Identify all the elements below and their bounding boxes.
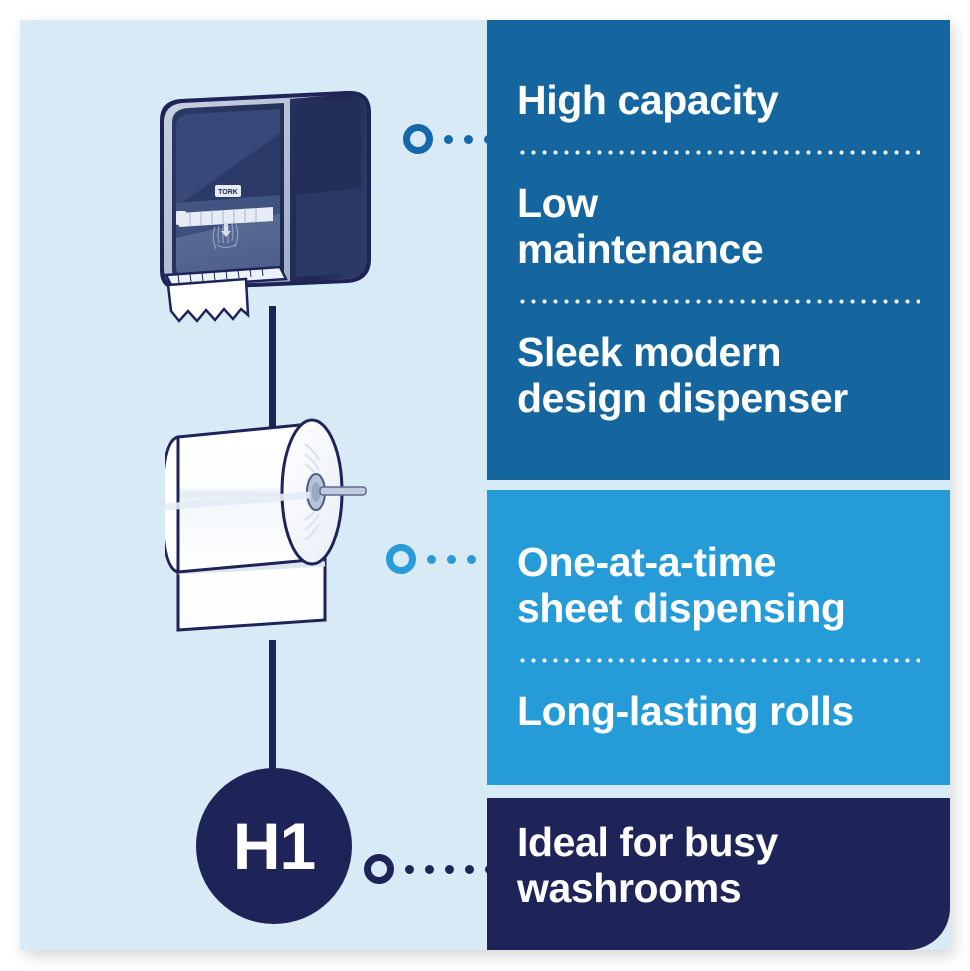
feature-separator [517, 298, 920, 304]
connector-dot [425, 864, 434, 874]
feature-separator [517, 657, 920, 663]
paper-roll-illustration [165, 418, 367, 632]
tork-logo-text: TORK [218, 189, 238, 196]
feature-high-capacity: High capacity [517, 77, 779, 124]
hanging-towel-sheet [166, 277, 250, 323]
tork-logo-badge [215, 185, 241, 197]
connector-ring-icon [386, 544, 416, 574]
infographic-card: TORK [20, 20, 950, 950]
panel-dispensing: One-at-a-time sheet dispensing Long-last… [487, 490, 950, 785]
connector-dot [445, 864, 454, 874]
feature-separator [517, 150, 920, 156]
connector-dot [467, 554, 476, 564]
dispenser-illustration: TORK [160, 90, 371, 323]
connector-dot [465, 864, 474, 874]
connector-dot [447, 554, 456, 564]
panel-busy-washrooms: Ideal for busy washrooms [487, 798, 950, 950]
feature-low-maintenance: Low maintenance [517, 180, 764, 273]
connector-ring-icon [403, 124, 433, 154]
connector-ring-icon [364, 854, 394, 884]
feature-sleek-modern: Sleek modern design dispenser [517, 328, 848, 421]
panel-high-capacity: High capacity Low maintenance Sleek mode… [487, 20, 950, 480]
feature-ideal-busy: Ideal for busy washrooms [517, 819, 778, 911]
roll-body-seam [165, 491, 311, 511]
system-badge-h1: H1 [196, 768, 352, 924]
connector-dot [464, 134, 473, 144]
roll-spindle [319, 486, 367, 496]
feature-one-at-a-time: One-at-a-time sheet dispensing [517, 539, 846, 632]
feature-long-lasting: Long-lasting rolls [517, 687, 854, 734]
feature-panel-group: High capacity Low maintenance Sleek mode… [487, 20, 950, 950]
connector-dot [444, 134, 453, 144]
connector-dot [427, 554, 436, 564]
connector-stem-lower [269, 640, 276, 785]
dispenser-glass-reflection [176, 109, 280, 207]
dispenser-lip-teeth [177, 267, 264, 284]
connector-stem-upper [269, 306, 276, 431]
roll-core-hole [311, 482, 321, 502]
dispenser-side-shade [296, 188, 361, 277]
hands-arrow-icon [221, 222, 231, 237]
roll-body-bottom-edge [177, 558, 311, 574]
connector-dot [405, 864, 414, 874]
dispenser-indicator-lamp [176, 211, 186, 225]
system-badge-label: H1 [232, 809, 316, 883]
dispenser-slot-ribs [189, 208, 257, 226]
dispenser-slot [179, 207, 273, 227]
roll-body-top-edge [177, 422, 311, 439]
